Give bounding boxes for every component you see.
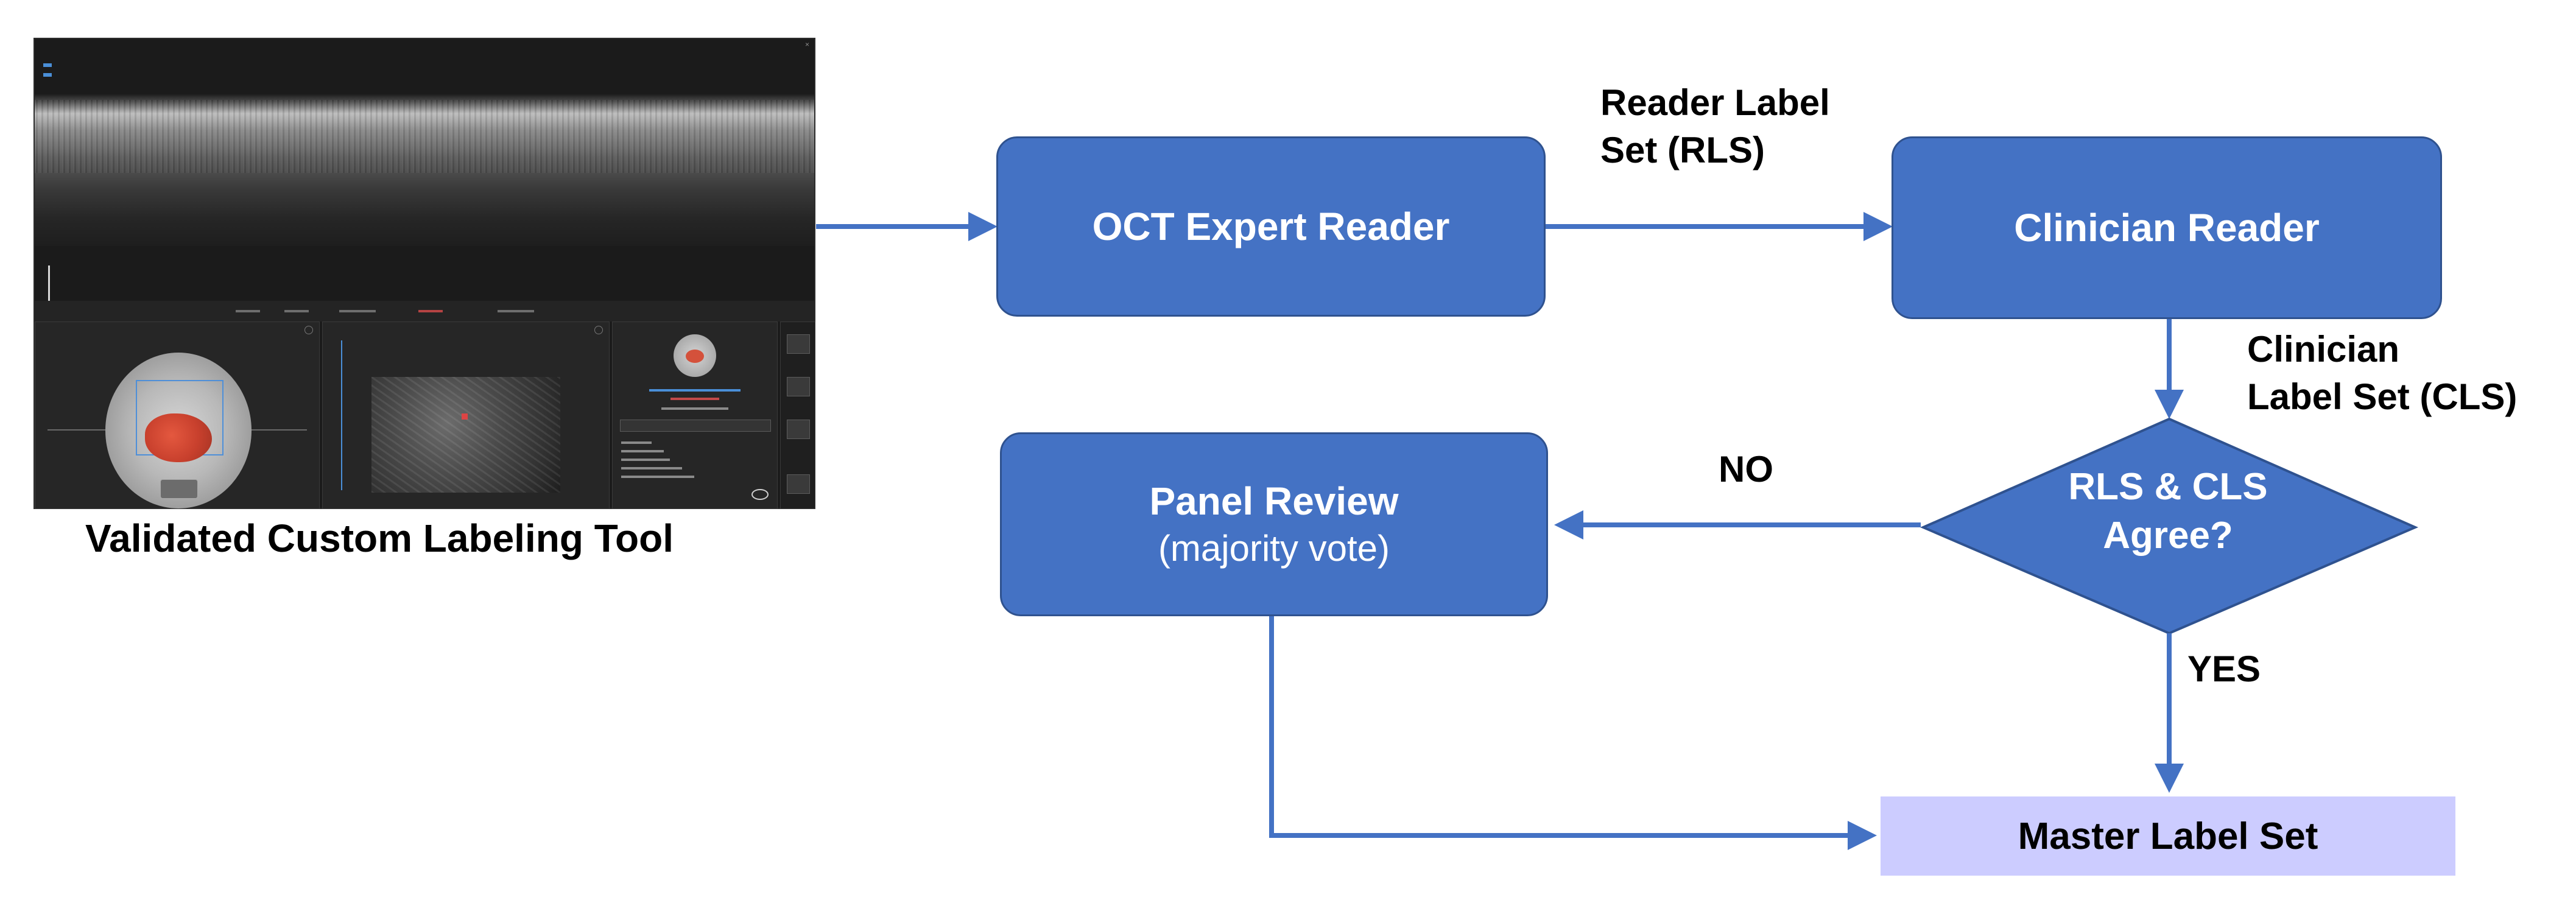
label-info-pane: [612, 322, 778, 509]
tool-button: [787, 377, 810, 396]
label-dropdown: [620, 420, 771, 432]
node-title: Panel Review: [1149, 479, 1399, 523]
enface-view-pane: [322, 322, 610, 509]
settings-icon: [304, 326, 313, 334]
tool-button: [787, 420, 810, 439]
tool-caption: Validated Custom Labeling Tool: [85, 516, 674, 560]
oct-bscan-image: [35, 94, 814, 246]
master-label-set-node: Master Label Set: [1881, 796, 2455, 876]
labeling-tool-screenshot: ×: [33, 38, 815, 509]
oct-expert-reader-node: OCT Expert Reader: [996, 136, 1546, 317]
tool-sidebar: [780, 322, 815, 509]
arrow-panel-to-master: [1269, 616, 1877, 850]
node-title: Clinician Reader: [2014, 206, 2320, 250]
depth-slider: [341, 340, 342, 490]
edge-label-yes: YES: [2187, 649, 2261, 689]
position-marker: [462, 413, 468, 420]
marker-icon: [43, 73, 52, 77]
tool-button: [787, 334, 810, 354]
enface-texture: [371, 377, 560, 493]
enface-image: [371, 377, 560, 493]
fundus-view-pane: [35, 322, 320, 509]
menu-icon: [787, 474, 810, 494]
close-icon: ×: [804, 40, 809, 49]
oct-bscan-texture: [35, 100, 814, 173]
panel-review-node: Panel Review (majority vote): [1000, 432, 1548, 616]
edge-label-rls: Reader Label Set (RLS): [1600, 82, 1830, 171]
edge-label-no: NO: [1719, 449, 1773, 490]
clinician-reader-node: Clinician Reader: [1892, 136, 2442, 319]
node-title: OCT Expert Reader: [1092, 205, 1450, 248]
tool-toolbar: [35, 301, 814, 322]
settings-icon: [594, 326, 603, 334]
thumbnail-lesion: [686, 350, 704, 363]
decision-label: RLS & CLS Agree?: [2068, 466, 2268, 557]
eye-icon: [751, 489, 769, 500]
fundus-label-badge: [160, 479, 198, 499]
node-subtitle: (majority vote): [1158, 528, 1390, 569]
marker-icon: [43, 63, 52, 67]
lesion-overlay: [145, 413, 212, 462]
edge-label-cls: Clinician Label Set (CLS): [2247, 329, 2518, 417]
